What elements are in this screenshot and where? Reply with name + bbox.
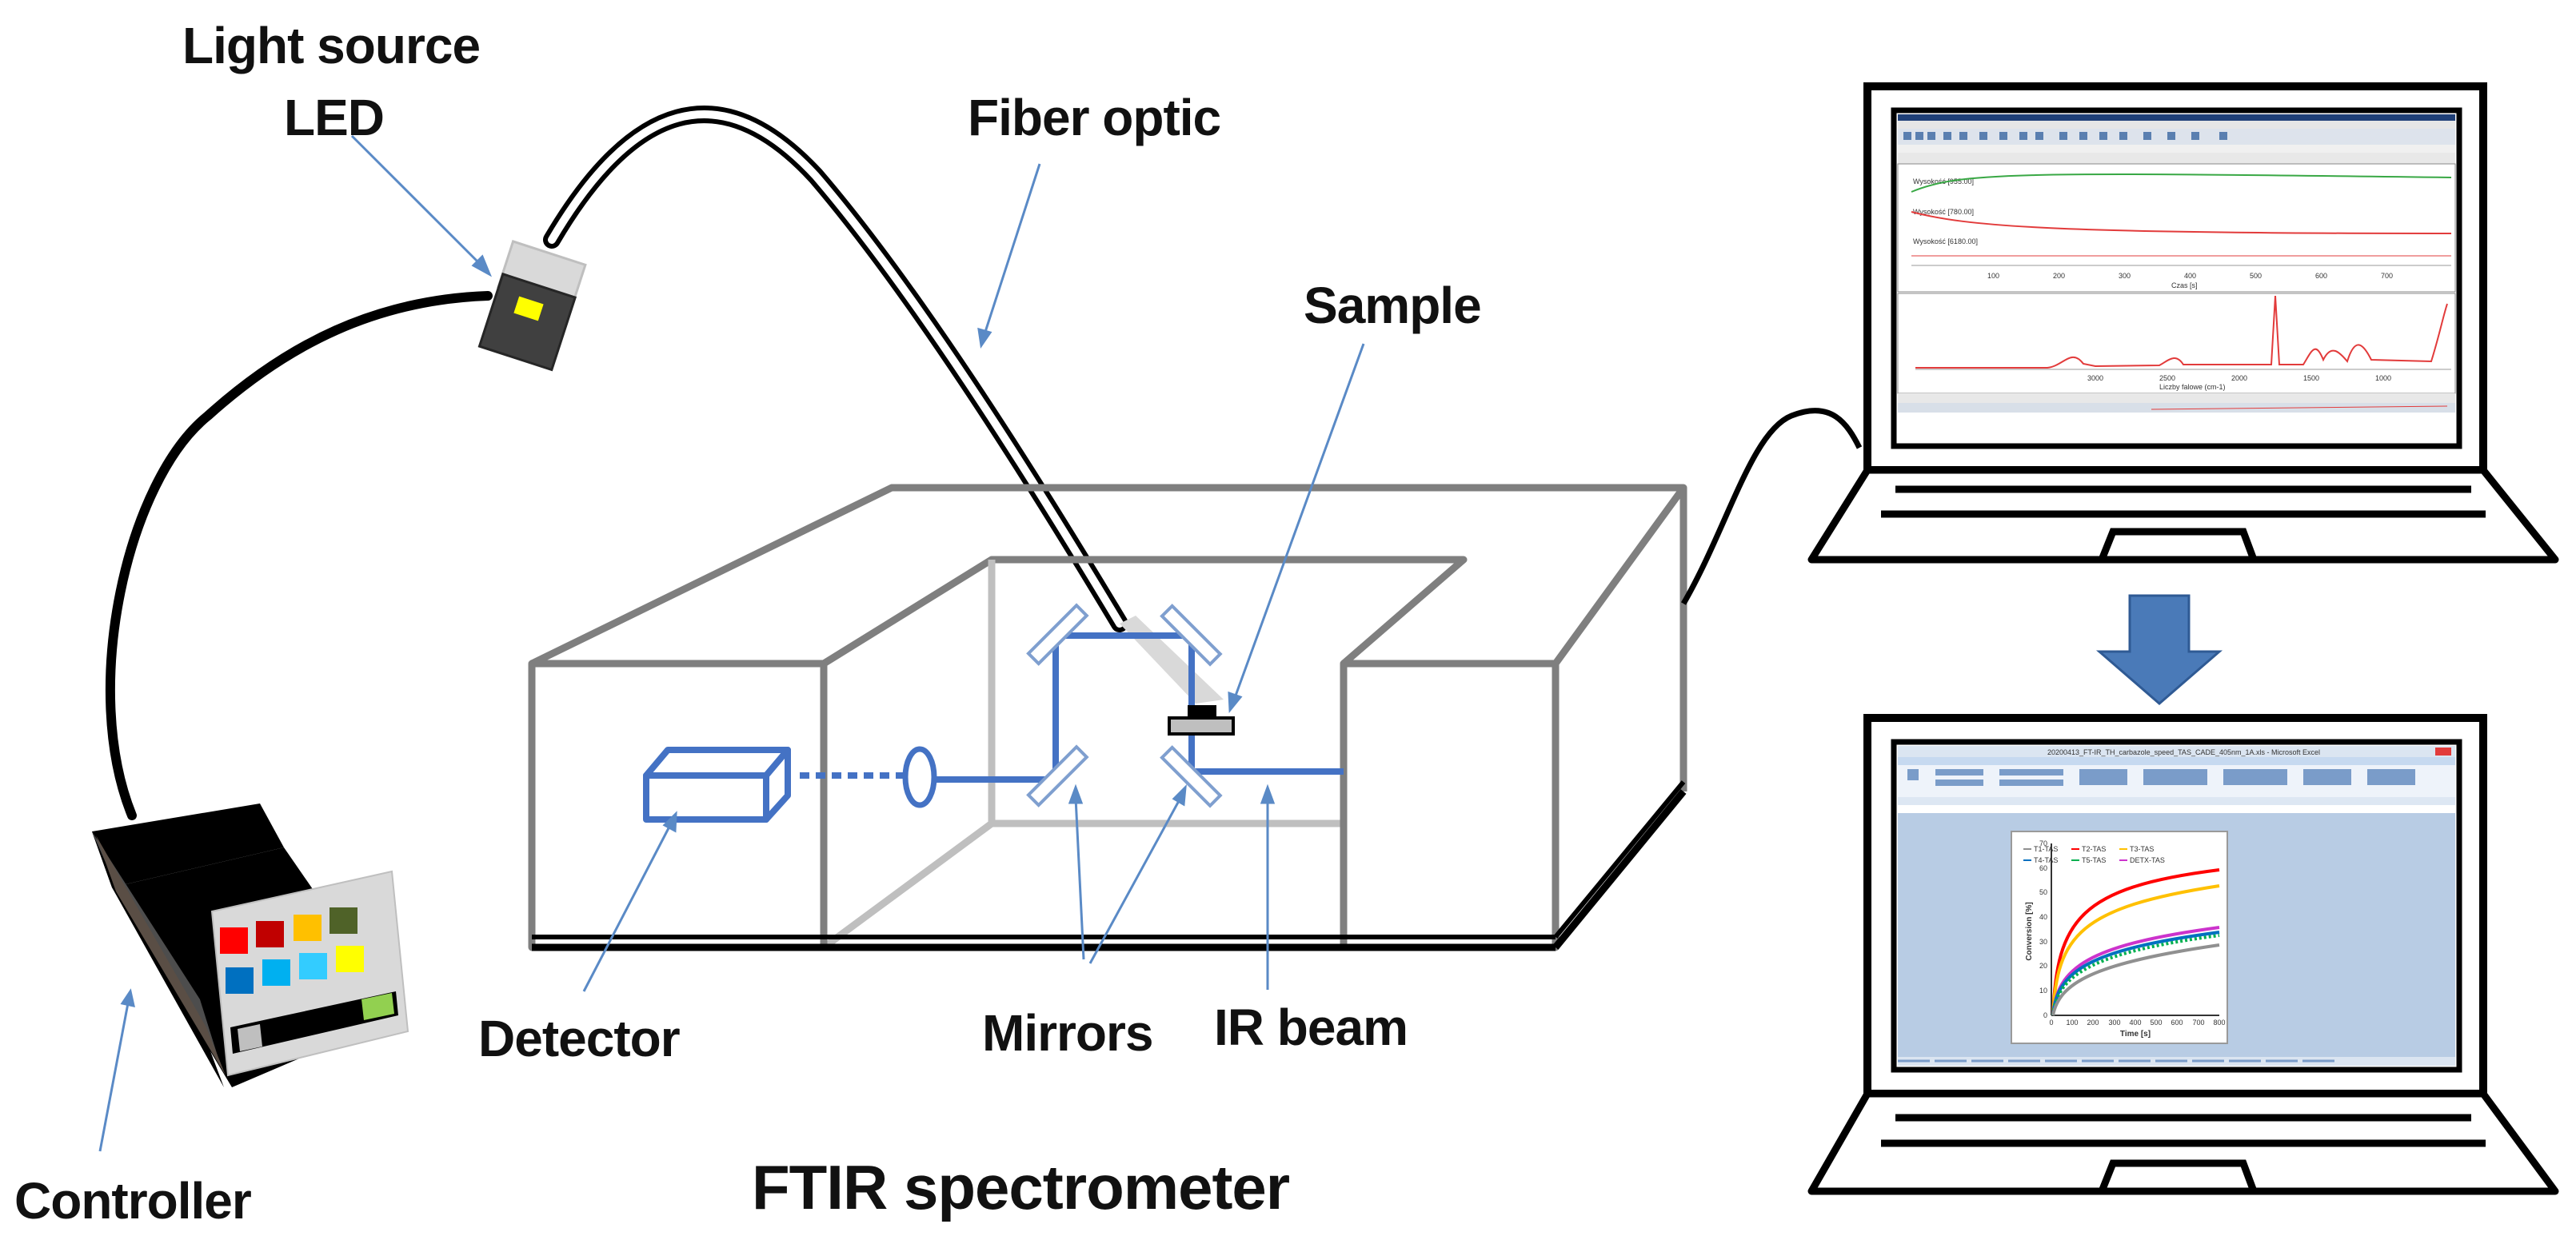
svg-text:60: 60 xyxy=(2039,864,2047,872)
svg-text:800: 800 xyxy=(2213,1019,2225,1027)
svg-text:40: 40 xyxy=(2039,913,2047,921)
svg-text:600: 600 xyxy=(2315,272,2327,280)
lens xyxy=(902,746,937,808)
label-detector: Detector xyxy=(478,1010,681,1067)
svg-text:30: 30 xyxy=(2039,938,2047,946)
fiber-optic xyxy=(543,106,1128,632)
svg-text:2000: 2000 xyxy=(2231,374,2247,382)
svg-text:500: 500 xyxy=(2250,272,2262,280)
chart-ylabel: Conversion [%] xyxy=(2025,902,2034,960)
chart-xlabel: Time [s] xyxy=(2120,1030,2151,1039)
label-fiber-optic: Fiber optic xyxy=(968,89,1221,146)
ir-spectrum-trace xyxy=(1915,295,2448,369)
spectrometer-box xyxy=(528,484,1687,951)
label-light-source: Light source xyxy=(182,17,481,74)
excel-window-title: 20200413_FT-IR_TH_carbazole_speed_TAS_CA… xyxy=(2047,748,2320,756)
chart-legend: T1-TAS T2-TAS T3-TAS T4-TAS T5-TAS DETX-… xyxy=(2023,845,2165,864)
time-axis-label: Czas [s] xyxy=(2171,281,2198,289)
time-ticks: 100 200 300 400 500 600 700 xyxy=(1987,272,2393,280)
label-controller: Controller xyxy=(14,1172,252,1230)
chart-yticks: 0 10 20 30 40 50 60 70 xyxy=(2039,839,2047,1019)
led-light-source xyxy=(477,240,587,372)
svg-text:T2-TAS: T2-TAS xyxy=(2082,845,2106,853)
svg-text:200: 200 xyxy=(2087,1019,2099,1027)
controller-device xyxy=(92,803,409,1087)
svg-text:T3-TAS: T3-TAS xyxy=(2130,845,2154,853)
svg-text:0: 0 xyxy=(2049,1019,2053,1027)
software-screen-1: Wysokość [955.00] Wysokość [780.00] Wyso… xyxy=(1897,114,2456,413)
pointer-lines xyxy=(98,134,1365,1152)
svg-text:10: 10 xyxy=(2039,987,2047,995)
svg-text:700: 700 xyxy=(2192,1019,2204,1027)
svg-text:2500: 2500 xyxy=(2159,374,2175,382)
svg-text:100: 100 xyxy=(1987,272,1999,280)
detector-box xyxy=(643,747,791,823)
svg-text:T1-TAS: T1-TAS xyxy=(2034,845,2058,853)
svg-text:1000: 1000 xyxy=(2375,374,2391,382)
mirrors xyxy=(1026,603,1223,808)
svg-text:400: 400 xyxy=(2184,272,2196,280)
spectrum-ticks: 3000 2500 2000 1500 1000 xyxy=(2087,374,2391,382)
svg-text:DETX-TAS: DETX-TAS xyxy=(2130,856,2165,864)
excel-screen: 20200413_FT-IR_TH_carbazole_speed_TAS_CA… xyxy=(1898,746,2455,1066)
label-sample: Sample xyxy=(1304,277,1482,334)
svg-text:50: 50 xyxy=(2039,888,2047,896)
chart-curves xyxy=(2051,868,2220,1016)
svg-text:300: 300 xyxy=(2119,272,2131,280)
svg-text:70: 70 xyxy=(2039,839,2047,847)
svg-text:700: 700 xyxy=(2381,272,2393,280)
trace-label-1: Wysokość [955.00] xyxy=(1913,177,1974,185)
svg-text:400: 400 xyxy=(2129,1019,2141,1027)
svg-text:1500: 1500 xyxy=(2303,374,2319,382)
label-ir-beam: IR beam xyxy=(1214,999,1408,1056)
spectrum-axis-label: Liczby falowe (cm-1) xyxy=(2159,383,2226,391)
svg-text:0: 0 xyxy=(2043,1011,2047,1019)
svg-text:600: 600 xyxy=(2171,1019,2183,1027)
trace-label-3: Wysokość [6180.00] xyxy=(1913,237,1978,245)
svg-text:200: 200 xyxy=(2053,272,2065,280)
svg-text:100: 100 xyxy=(2066,1019,2078,1027)
svg-text:300: 300 xyxy=(2108,1019,2120,1027)
svg-text:T4-TAS: T4-TAS xyxy=(2034,856,2058,864)
led-emitter-icon xyxy=(513,296,544,321)
diagram-title: FTIR spectrometer xyxy=(752,1152,1290,1222)
label-led: LED xyxy=(284,89,385,146)
svg-text:500: 500 xyxy=(2150,1019,2162,1027)
svg-text:3000: 3000 xyxy=(2087,374,2103,382)
svg-text:20: 20 xyxy=(2039,962,2047,970)
flow-arrow-down-icon xyxy=(2095,594,2223,705)
controller-cable xyxy=(105,291,493,820)
trace-label-2: Wysokość [780.00] xyxy=(1913,208,1974,216)
laptop-cable xyxy=(1680,408,1863,605)
chart-xticks: 0 100 200 300 400 500 600 700 800 xyxy=(2049,1019,2225,1027)
sample-holder xyxy=(1168,705,1235,736)
svg-text:T5-TAS: T5-TAS xyxy=(2082,856,2106,864)
label-mirrors: Mirrors xyxy=(982,1004,1153,1062)
